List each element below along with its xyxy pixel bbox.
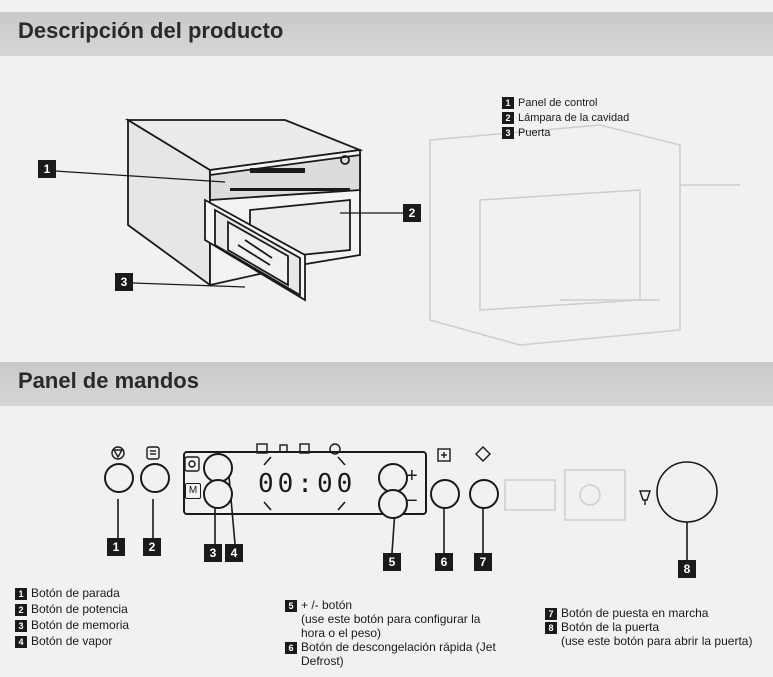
jet-defrost-button[interactable] <box>430 479 460 509</box>
door-button[interactable] <box>660 467 710 517</box>
door-icon <box>639 490 651 505</box>
panel-legend-mid: 5+ /- botón (use este botón para configu… <box>285 598 496 668</box>
panel-callout-3: 3 <box>204 544 222 562</box>
product-callout-3: 3 <box>115 273 133 291</box>
panel-legend-item-5: 5+ /- botón <box>285 598 496 612</box>
plus-button[interactable] <box>378 463 408 493</box>
panel-legend-item-6-sub-1: Defrost) <box>301 654 344 668</box>
start-icon <box>475 446 491 462</box>
control-display-panel <box>183 451 427 515</box>
product-callout-2: 2 <box>403 204 421 222</box>
product-section-header: Descripción del producto <box>0 12 773 56</box>
product-section-title: Descripción del producto <box>18 18 284 43</box>
panel-callout-6: 6 <box>435 553 453 571</box>
stop-icon <box>111 446 125 460</box>
power-button[interactable] <box>140 463 170 493</box>
memory-icon: M <box>188 485 198 496</box>
panel-legend-item-5-sub-1: (use este botón para configurar la <box>301 612 481 626</box>
stop-button[interactable] <box>104 463 134 493</box>
memory-label-box: M <box>185 483 201 499</box>
panel-callout-5: 5 <box>383 553 401 571</box>
panel-callout-7: 7 <box>474 553 492 571</box>
panel-callout-8: 8 <box>678 560 696 578</box>
power-icon <box>146 446 160 460</box>
panel-section-header: Panel de mandos <box>0 362 773 406</box>
minus-sign: − <box>406 490 418 512</box>
panel-callout-4: 4 <box>225 544 243 562</box>
plus-sign: + <box>406 465 418 487</box>
panel-legend-item-5-sub-2: hora o el peso) <box>301 626 382 640</box>
minus-button[interactable] <box>378 489 408 519</box>
memory-button[interactable] <box>203 479 233 509</box>
time-display: 00:00 <box>258 469 357 499</box>
panel-section-title: Panel de mandos <box>18 368 199 393</box>
panel-legend-item-8-sub-1: (use este botón para abrir la puerta) <box>561 634 753 648</box>
panel-callout-1: 1 <box>107 538 125 556</box>
steam-icon <box>184 456 200 472</box>
product-callout-1: 1 <box>38 160 56 178</box>
start-button[interactable] <box>469 479 499 509</box>
jet-defrost-icon <box>437 448 451 462</box>
panel-callout-2: 2 <box>143 538 161 556</box>
